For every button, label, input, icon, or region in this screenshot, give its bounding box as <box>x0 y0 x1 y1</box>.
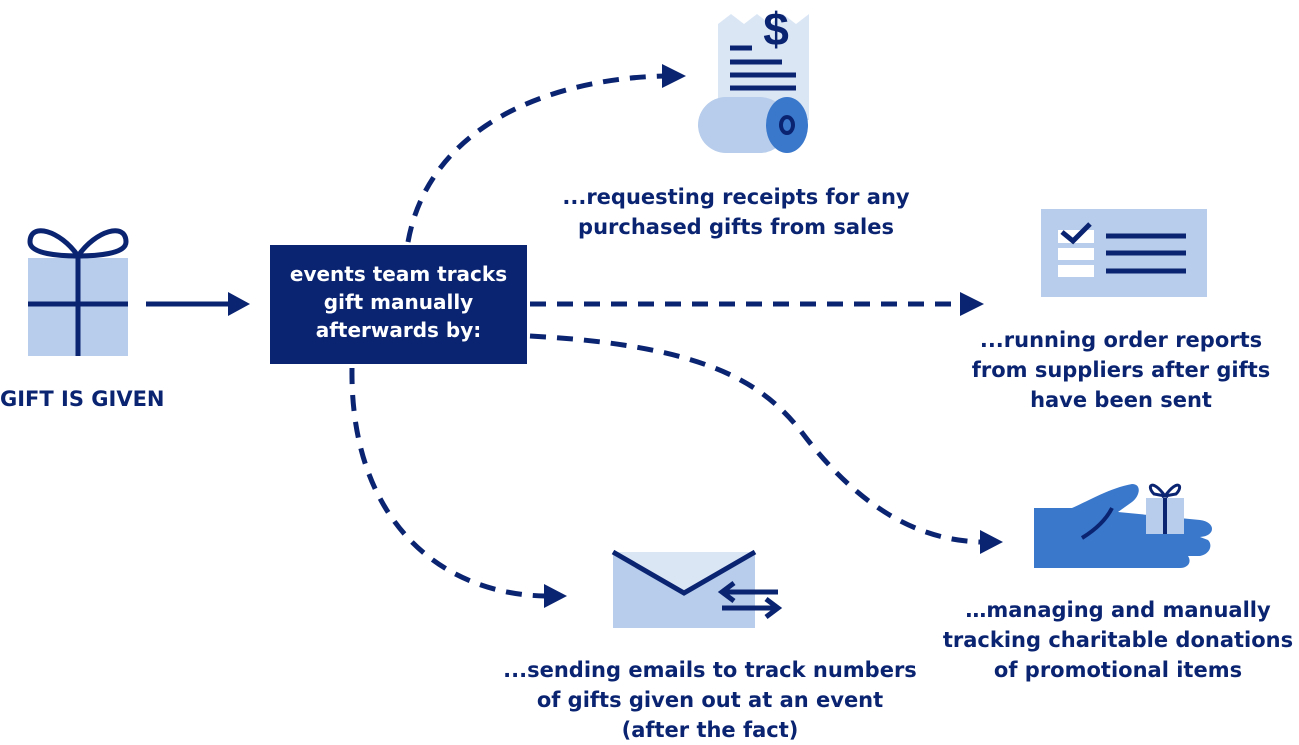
reports-label: ...running order reports from suppliers … <box>968 325 1274 415</box>
reports-label-line-2: from suppliers after gifts <box>971 358 1271 382</box>
donations-label-line-2: tracking charitable donations <box>942 628 1294 652</box>
emails-label: ...sending emails to track numbers of gi… <box>500 655 920 745</box>
arrow-to-donations <box>529 333 1003 554</box>
reports-label-line-1: ...running order reports <box>979 328 1263 352</box>
arrow-to-emails <box>349 367 567 608</box>
checklist-report-icon <box>1041 209 1207 297</box>
envelope-exchange-icon <box>611 549 783 628</box>
receipt-roll-dollar-icon: $ <box>698 3 809 153</box>
process-box: events team tracks gift manually afterwa… <box>270 245 527 364</box>
donations-label-line-1: …managing and manually <box>965 598 1271 622</box>
donations-label: …managing and manually tracking charitab… <box>940 595 1296 685</box>
reports-label-line-3: have been sent <box>1030 388 1212 412</box>
start-label: GIFT IS GIVEN <box>0 384 165 414</box>
receipts-label-line-1: ...requesting receipts for any <box>562 185 910 209</box>
process-box-line-1: events team tracks <box>289 262 508 286</box>
emails-label-line-1: ...sending emails to track numbers <box>503 658 917 682</box>
svg-text:$: $ <box>763 3 789 55</box>
arrow-to-receipts <box>405 64 686 243</box>
process-box-line-3: afterwards by: <box>315 318 482 342</box>
hand-giving-gift-icon <box>1034 483 1212 568</box>
receipts-label: ...requesting receipts for any purchased… <box>556 182 916 242</box>
donations-label-line-3: of promotional items <box>993 658 1243 682</box>
start-label-text: GIFT IS GIVEN <box>0 387 165 411</box>
emails-label-line-3: (after the fact) <box>621 718 799 742</box>
arrow-to-reports <box>530 292 984 316</box>
arrow-gift-to-box <box>146 292 250 316</box>
gift-box-icon <box>27 228 129 356</box>
receipts-label-line-2: purchased gifts from sales <box>578 215 894 239</box>
process-box-line-2: gift manually <box>323 290 474 314</box>
emails-label-line-2: of gifts given out at an event <box>536 688 884 712</box>
